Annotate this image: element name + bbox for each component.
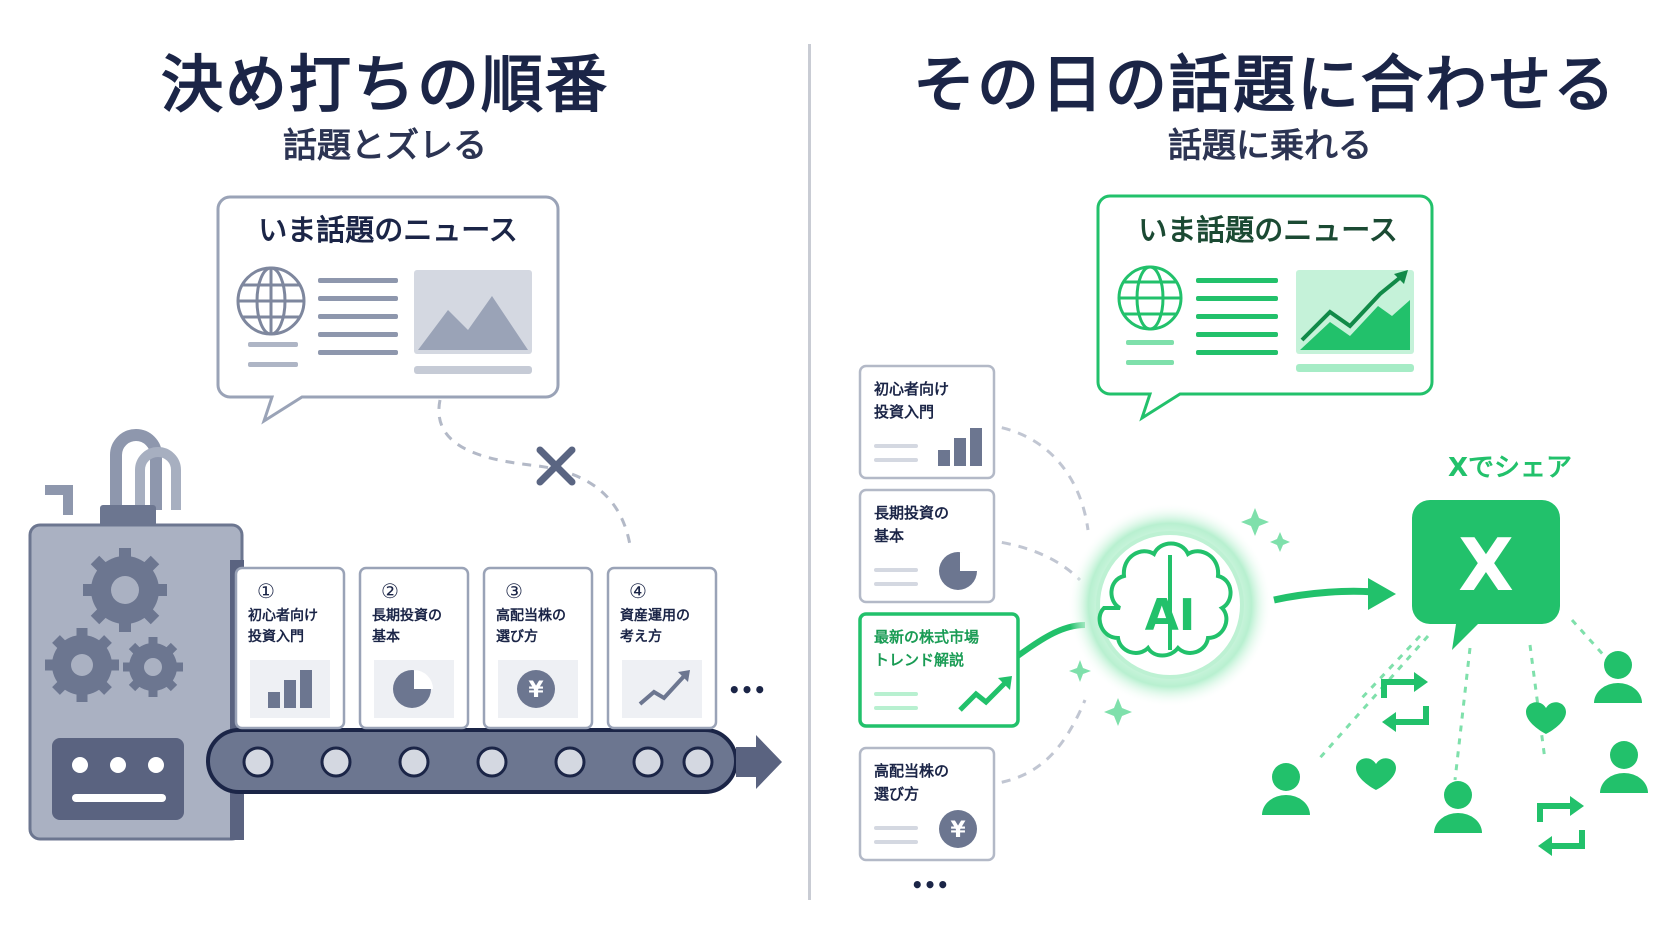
trend-up-icon <box>958 676 1012 712</box>
control-panel <box>52 738 184 820</box>
card-number: ④ <box>629 579 647 603</box>
left-title: 決め打ちの順番 <box>160 48 609 121</box>
bar-chart-icon <box>268 670 312 708</box>
gear-icon <box>45 628 119 702</box>
card-title-line1: 長期投資の <box>372 607 442 624</box>
user-icon <box>1434 781 1482 833</box>
left-more: ••• <box>728 678 766 702</box>
trend-image-icon <box>1296 270 1414 372</box>
right-title: その日の話題に合わせる <box>912 48 1617 121</box>
conveyor-belt <box>206 728 782 794</box>
retweet-icon <box>1537 796 1585 856</box>
left-diagram: いま話題のニュース <box>28 195 782 841</box>
topic-title-line2: トレンド解説 <box>874 651 964 669</box>
heart-icon <box>1526 702 1566 734</box>
text-lines-icon <box>1196 278 1278 355</box>
bar-chart-icon <box>938 428 982 466</box>
right-subtitle: 話題に乗れる <box>1168 126 1372 166</box>
card-title-line2: 基本 <box>372 628 401 645</box>
topic-title-line2: 投資入門 <box>874 403 934 421</box>
conveyor-arrow-icon <box>736 735 782 789</box>
left-news-bubble: いま話題のニュース <box>216 195 560 425</box>
factory-machine <box>28 429 244 841</box>
topic-title-line1: 最新の株式市場 <box>874 628 979 646</box>
topic-title-line2: 選び方 <box>874 785 919 803</box>
user-icon <box>1262 763 1310 815</box>
gear-icon <box>83 548 167 632</box>
topic-title-line1: 高配当株の <box>874 762 949 780</box>
topic-title-line2: 基本 <box>873 527 904 545</box>
pie-chart-icon <box>393 670 433 708</box>
right-diagram: いま話題のニュース <box>858 194 1648 897</box>
ai-brain: AI <box>1068 503 1290 726</box>
topic-title-line1: 長期投資の <box>874 504 949 522</box>
arrow-right-icon <box>1368 578 1396 610</box>
x-share-button[interactable]: X <box>1412 500 1560 650</box>
card-title-line1: 初心者向け <box>248 607 318 624</box>
left-news-label: いま話題のニュース <box>258 213 518 247</box>
pie-chart-icon <box>939 552 979 590</box>
center-divider <box>808 44 811 900</box>
user-icon <box>1594 651 1642 703</box>
card-number: ① <box>257 579 275 603</box>
user-icon <box>1600 741 1648 793</box>
right-news-bubble: いま話題のニュース <box>1096 194 1434 422</box>
sparkle-icon <box>1069 508 1290 726</box>
globe-icon <box>1117 265 1183 331</box>
card-title-line1: 資産運用の <box>620 607 690 624</box>
mismatch-x-icon <box>536 446 576 486</box>
text-lines-icon <box>318 278 398 355</box>
heart-icon <box>1356 758 1396 790</box>
retweet-icon <box>1381 672 1429 732</box>
globe-icon <box>236 266 306 336</box>
right-news-label: いま話題のニュース <box>1138 213 1398 247</box>
left-subtitle: 話題とズレる <box>283 126 487 166</box>
brain-icon <box>1097 541 1233 658</box>
svg-text:¥: ¥ <box>528 678 544 703</box>
image-placeholder-icon <box>414 270 532 374</box>
card-number: ② <box>381 579 399 603</box>
line-chart-icon <box>638 670 690 706</box>
ai-label: AI <box>1145 590 1195 641</box>
right-more: ••• <box>911 873 949 897</box>
card-title-line1: 高配当株の <box>496 607 566 624</box>
topic-title-line1: 初心者向け <box>874 380 949 398</box>
yen-coin-icon: ¥ <box>939 810 977 848</box>
share-label: Xでシェア <box>1448 453 1572 483</box>
yen-coin-icon: ¥ <box>517 670 555 708</box>
x-logo-icon: X <box>1458 523 1514 607</box>
card-number: ③ <box>505 579 523 603</box>
gear-icon <box>123 637 183 697</box>
card-title-line2: 選び方 <box>496 628 538 645</box>
card-title-line2: 投資入門 <box>248 628 304 645</box>
card-title-line2: 考え方 <box>620 628 662 645</box>
svg-text:¥: ¥ <box>950 818 966 843</box>
